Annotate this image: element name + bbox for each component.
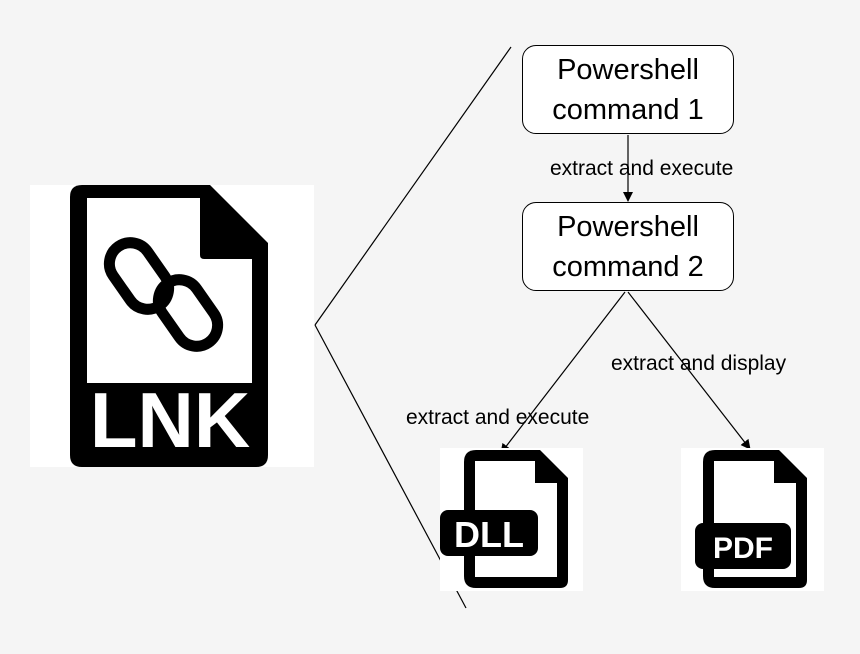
powershell-command-1-box: Powershell command 1 [522,45,734,134]
pdf-label: PDF [713,532,773,565]
node-line1: Powershell [557,53,699,86]
arrow-cmd2-to-dll [500,291,626,454]
bracket-line-top [314,46,512,326]
edge-label-cmd2-dll: extract and execute [406,406,590,429]
node-line2: command 1 [552,93,704,126]
node-line1: Powershell [557,210,699,243]
dll-file-icon: DLL [440,448,583,591]
dll-label: DLL [454,514,524,555]
node-line2: command 2 [552,250,704,283]
arrow-cmd2-to-pdf [627,291,751,450]
edge-label-cmd1-cmd2: extract and execute [550,157,734,180]
edge-label-cmd2-pdf: extract and display [611,352,787,375]
pdf-file-icon: PDF [681,448,824,591]
link-icon [103,237,224,352]
lnk-file-icon: LNK [30,185,314,467]
powershell-command-2-box: Powershell command 2 [522,202,734,291]
lnk-label: LNK [90,376,250,464]
